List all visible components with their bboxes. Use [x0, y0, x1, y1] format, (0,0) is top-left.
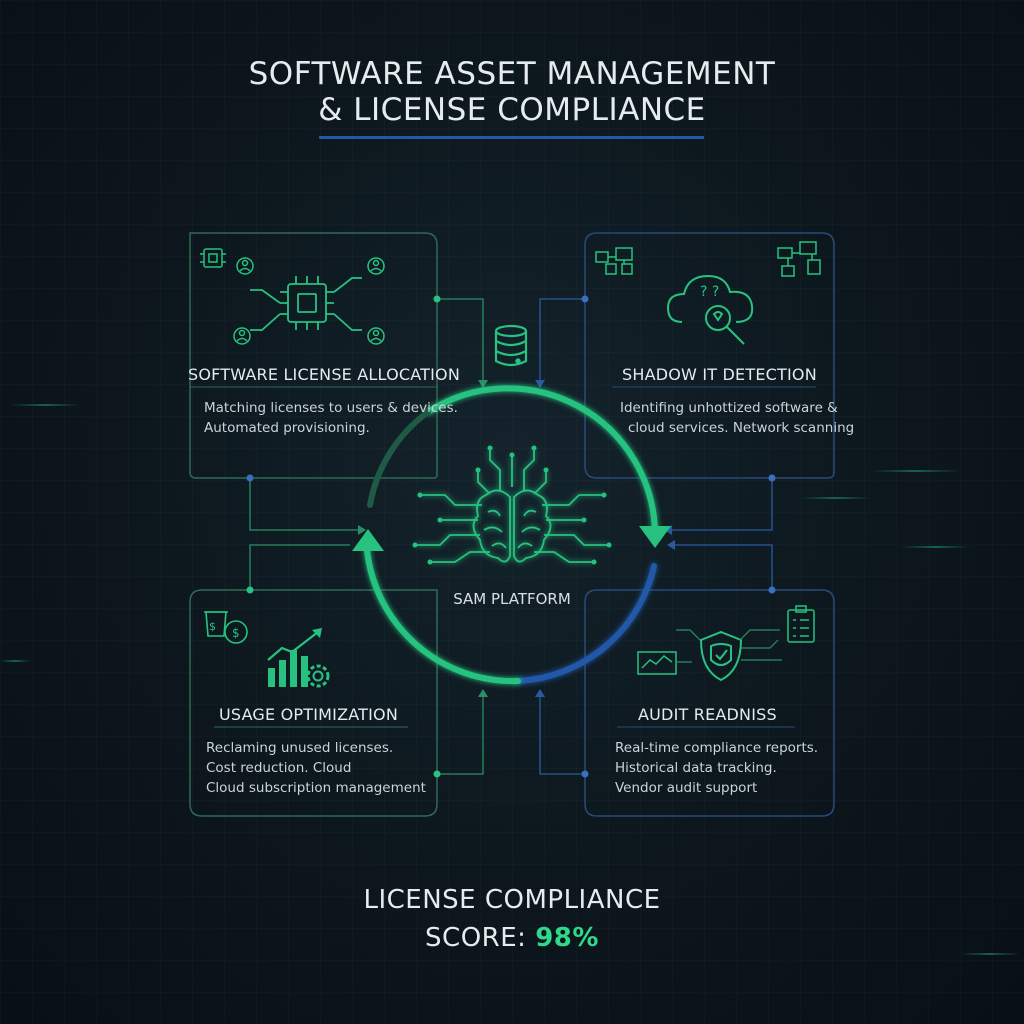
- svg-text:? ?: ? ?: [700, 284, 719, 300]
- card-allocation-title: SOFTWARE LICENSE ALLOCATION: [188, 365, 461, 384]
- arrowhead: [667, 540, 675, 550]
- arrowhead: [535, 380, 545, 388]
- card-audit-frame: [584, 589, 835, 817]
- chip-network-icon: [250, 276, 362, 331]
- light-streak: [800, 497, 870, 499]
- user-icon: [367, 257, 385, 275]
- cloud-search-icon: [666, 274, 754, 345]
- center-platform-label: SAM PLATFORM: [453, 590, 571, 608]
- light-streak: [960, 953, 1020, 955]
- page-title-line1: SOFTWARE ASSET MANAGEMENT: [248, 56, 776, 92]
- connectors: [249, 298, 773, 775]
- user-icon: [236, 257, 254, 275]
- connector-shadow-top: [539, 298, 585, 382]
- arrowhead: [478, 380, 488, 388]
- card-shadow-line1: Identifing unhottized software &: [620, 400, 838, 416]
- line-chart-icon: [637, 651, 677, 675]
- clipboard-checklist-icon: [787, 605, 815, 643]
- center-ring: [364, 385, 659, 685]
- svg-text:$: $: [209, 620, 216, 633]
- user-icon: [233, 327, 251, 345]
- connector-audit-up: [675, 544, 773, 590]
- card-audit-line3: Vendor audit support: [615, 780, 758, 796]
- connector-usage-bottom: [437, 695, 484, 775]
- arrowhead: [358, 525, 366, 535]
- card-usage-line1: Reclaming unused licenses.: [206, 740, 394, 756]
- growth-chart-gear-icon: [267, 628, 330, 688]
- user-icon: [367, 327, 385, 345]
- database-icon: [494, 324, 528, 367]
- score-label-line2: SCORE: 98%: [0, 923, 1024, 953]
- score-prefix: SCORE:: [425, 923, 527, 953]
- svg-text:$: $: [232, 626, 240, 640]
- card-allocation-line1: Matching licenses to users & devices.: [204, 400, 458, 416]
- devices-network-icon: [595, 247, 633, 275]
- card-allocation-frame: [189, 232, 438, 479]
- shield-check-icon: [699, 630, 743, 682]
- card-usage-frame: [189, 589, 438, 817]
- light-streak: [10, 404, 80, 406]
- light-streak: [870, 470, 960, 472]
- connector-usage-up: [249, 544, 350, 590]
- score-label-line1: LICENSE COMPLIANCE: [363, 885, 661, 915]
- brain-circuit-icon: [415, 448, 609, 563]
- connector-allocation-down: [249, 478, 360, 531]
- chip-icon-small: [200, 248, 226, 268]
- card-usage-title: USAGE OPTIMIZATION: [219, 705, 398, 724]
- card-audit-line1: Real-time compliance reports.: [615, 740, 819, 756]
- arrowhead: [535, 689, 545, 697]
- circuit-traces: [676, 629, 782, 663]
- page-title-line2: & LICENSE COMPLIANCE: [318, 92, 706, 128]
- card-shadow-title: SHADOW IT DETECTION: [622, 365, 817, 384]
- title-underline: [319, 136, 704, 139]
- card-usage-line2: Cost reduction. Cloud: [206, 760, 352, 776]
- ring-arrow-left: [352, 529, 384, 551]
- connector-allocation-top: [437, 298, 484, 382]
- arrowhead: [478, 689, 488, 697]
- score-value: 98%: [535, 923, 599, 953]
- light-streak: [900, 546, 970, 548]
- brain-circuit-nodes: [412, 445, 612, 565]
- light-streak: [0, 660, 30, 662]
- card-shadow-line2: cloud services. Network scanning: [628, 420, 855, 436]
- ring-arrow-right: [639, 526, 671, 548]
- connector-dots: [246, 295, 776, 778]
- card-usage-line3: Cloud subscription management: [206, 780, 426, 796]
- question-mark-icon: ? ?: [700, 284, 719, 300]
- connector-audit-bottom: [539, 695, 585, 775]
- card-audit-title: AUDIT READNISS: [638, 705, 777, 724]
- card-audit-line2: Historical data tracking.: [615, 760, 777, 776]
- card-shadow-frame: [584, 232, 835, 479]
- money-icon: [204, 611, 248, 644]
- connector-shadow-down: [672, 478, 773, 531]
- card-allocation-line2: Automated provisioning.: [204, 420, 370, 436]
- dollar-sign-icon: $ $: [209, 620, 240, 640]
- devices-network-icon: [777, 241, 821, 277]
